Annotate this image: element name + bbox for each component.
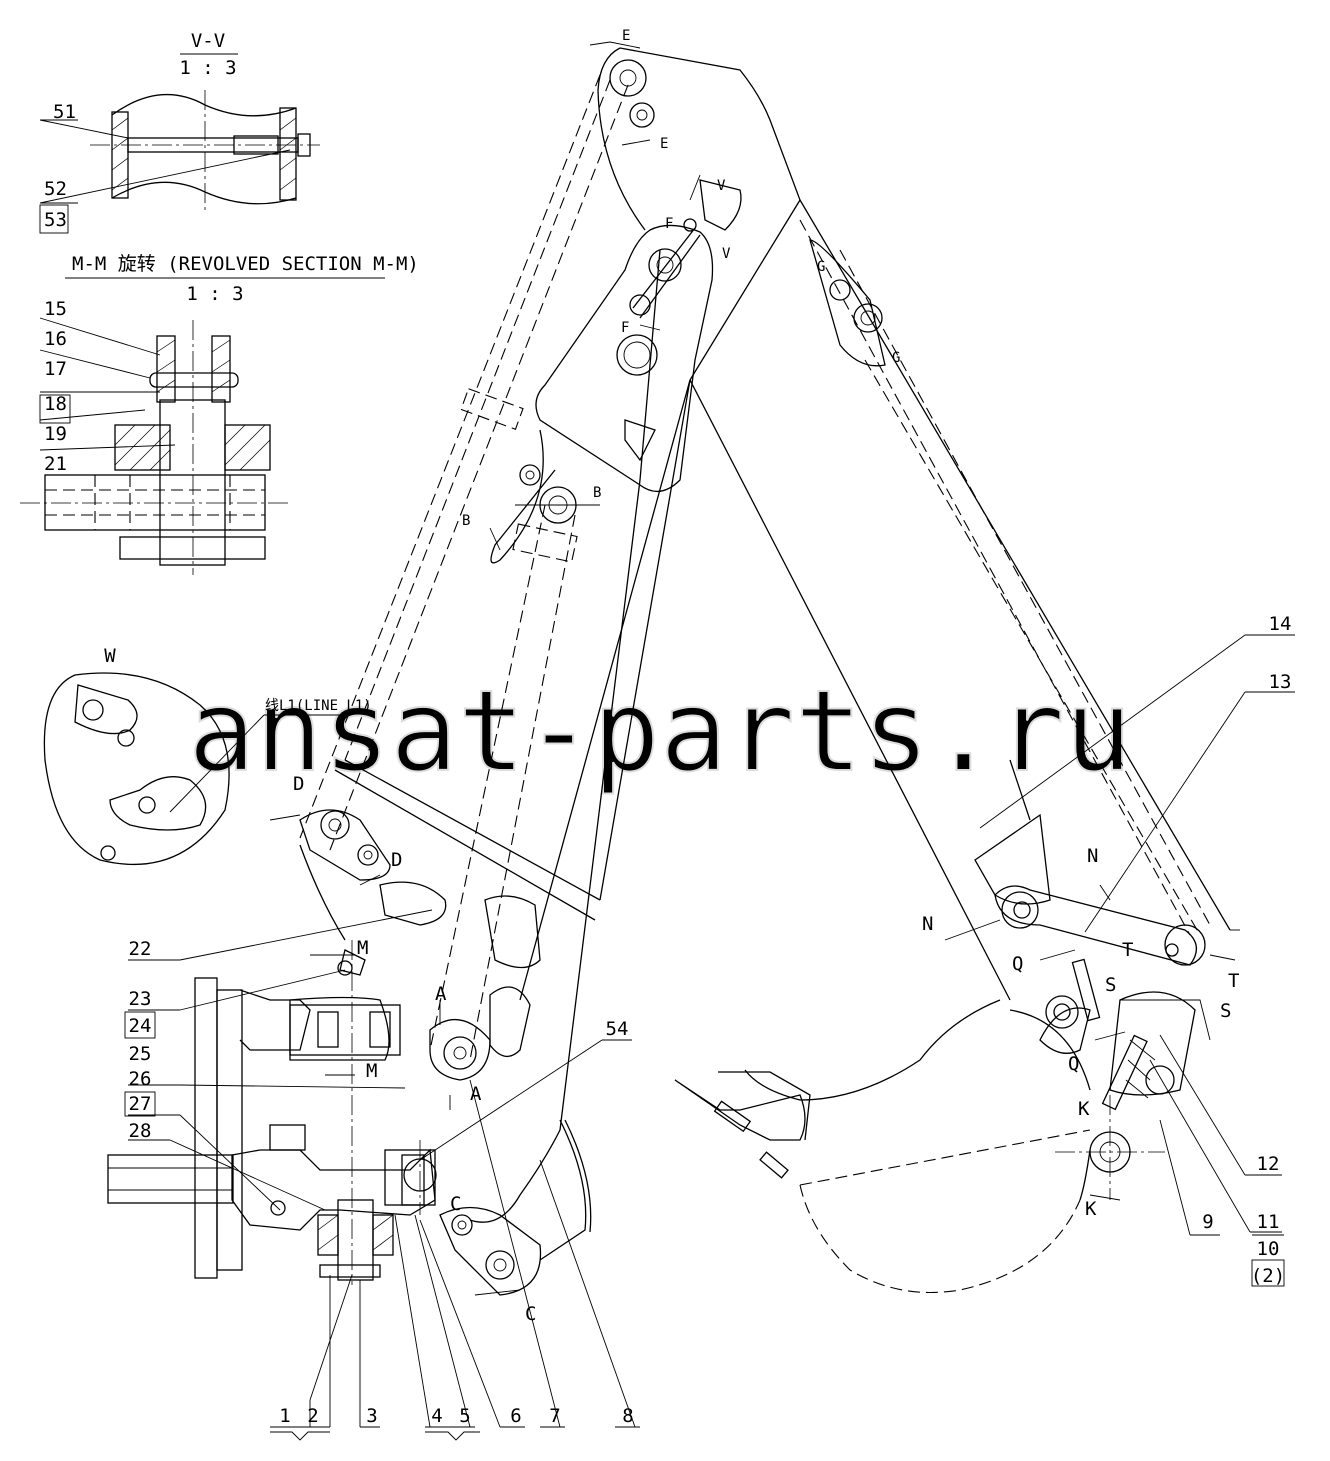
- section-letter-s-left: S: [1105, 974, 1116, 996]
- part-label-4: 4: [431, 1405, 442, 1427]
- section-letter-f-top: F: [665, 216, 673, 232]
- section-vv-scale: 1 : 3: [179, 57, 236, 79]
- section-letter-v-top: V: [717, 178, 726, 194]
- section-letter-d-top: D: [293, 773, 304, 795]
- part-label-21: 21: [44, 453, 67, 475]
- section-mm: M-M 旋转 (REVOLVED SECTION M-M) 1 : 3: [20, 253, 419, 575]
- part-label-11: 11: [1257, 1211, 1280, 1233]
- part-label-3: 3: [366, 1405, 377, 1427]
- section-letter-g-bottom: G: [892, 350, 900, 366]
- detail-w-title: W: [104, 645, 116, 667]
- section-letter-n-left: N: [922, 913, 933, 935]
- section-letter-k-bottom: K: [1085, 1198, 1097, 1220]
- detail-w: W 线L1(LINE L1): [43, 645, 372, 866]
- part-label-17: 17: [44, 358, 67, 380]
- part-label-9: 9: [1202, 1211, 1213, 1233]
- section-mm-title: M-M 旋转 (REVOLVED SECTION M-M): [72, 253, 419, 275]
- part-label-1: 1: [279, 1405, 290, 1427]
- part-label-54: 54: [606, 1018, 629, 1040]
- part-label-53: 53: [44, 209, 67, 231]
- part-label-15: 15: [44, 298, 67, 320]
- section-letter-q-bottom: Q: [1068, 1053, 1079, 1075]
- part-label-5: 5: [459, 1405, 470, 1427]
- part-label-12: 12: [1257, 1153, 1280, 1175]
- section-letter-s-right: S: [1220, 1000, 1231, 1022]
- line-l1-label: 线L1(LINE L1): [265, 698, 372, 714]
- section-markers: [269, 41, 1240, 1296]
- part-label-51: 51: [53, 101, 76, 123]
- swing-frame: [107, 940, 436, 1285]
- part-label-2: 2: [307, 1405, 318, 1427]
- part-label-27: 27: [129, 1093, 152, 1115]
- part-label-25: 25: [129, 1043, 152, 1065]
- part-label-2-qty: (2): [1251, 1265, 1285, 1287]
- section-letter-t-left: T: [1122, 939, 1133, 961]
- section-letter-t-right: T: [1228, 970, 1239, 992]
- part-label-7: 7: [549, 1405, 560, 1427]
- section-letter-a-top: A: [435, 983, 447, 1005]
- boom: [299, 47, 801, 1296]
- part-label-19: 19: [44, 423, 67, 445]
- section-letter-m-bottom: M: [366, 1060, 377, 1082]
- section-letter-g-top: G: [817, 259, 825, 275]
- part-label-18: 18: [44, 393, 67, 415]
- part-label-14: 14: [1269, 613, 1292, 635]
- dipper-arm: [674, 199, 1231, 1294]
- part-label-6: 6: [510, 1405, 521, 1427]
- section-letter-q-top: Q: [1012, 953, 1023, 975]
- section-mm-scale: 1 : 3: [186, 283, 243, 305]
- part-label-8: 8: [622, 1405, 633, 1427]
- part-label-23: 23: [129, 988, 152, 1010]
- part-label-28: 28: [129, 1120, 152, 1142]
- section-letter-v-bottom: V: [722, 246, 731, 262]
- section-letter-k-top: K: [1078, 1098, 1090, 1120]
- part-label-16: 16: [44, 328, 67, 350]
- part-label-52: 52: [44, 178, 67, 200]
- section-letter-d-bottom: D: [391, 849, 402, 871]
- part-label-24: 24: [129, 1015, 152, 1037]
- part-label-22: 22: [129, 938, 152, 960]
- section-vv-title: V-V: [191, 30, 225, 52]
- section-letter-e-bottom: E: [660, 136, 668, 152]
- section-letter-b-left: B: [462, 513, 470, 529]
- section-vv: V-V 1 : 3 51 52 53: [39, 30, 320, 234]
- part-label-26: 26: [129, 1068, 152, 1090]
- section-letter-m-top: M: [357, 937, 368, 959]
- watermark: ansat-parts.ru: [188, 667, 1132, 797]
- section-letter-n-top: N: [1087, 845, 1098, 867]
- section-letter-b-right: B: [593, 485, 601, 501]
- section-letter-a-bottom: A: [470, 1083, 482, 1105]
- part-label-13: 13: [1269, 671, 1292, 693]
- section-letter-e-top: E: [622, 28, 630, 44]
- pivot-pins: [320, 59, 1179, 1280]
- leader-lines: [128, 634, 1295, 1441]
- part-label-10: 10: [1257, 1238, 1280, 1260]
- section-letter-f-bottom: F: [621, 320, 629, 336]
- section-letter-c-top: C: [450, 1193, 461, 1215]
